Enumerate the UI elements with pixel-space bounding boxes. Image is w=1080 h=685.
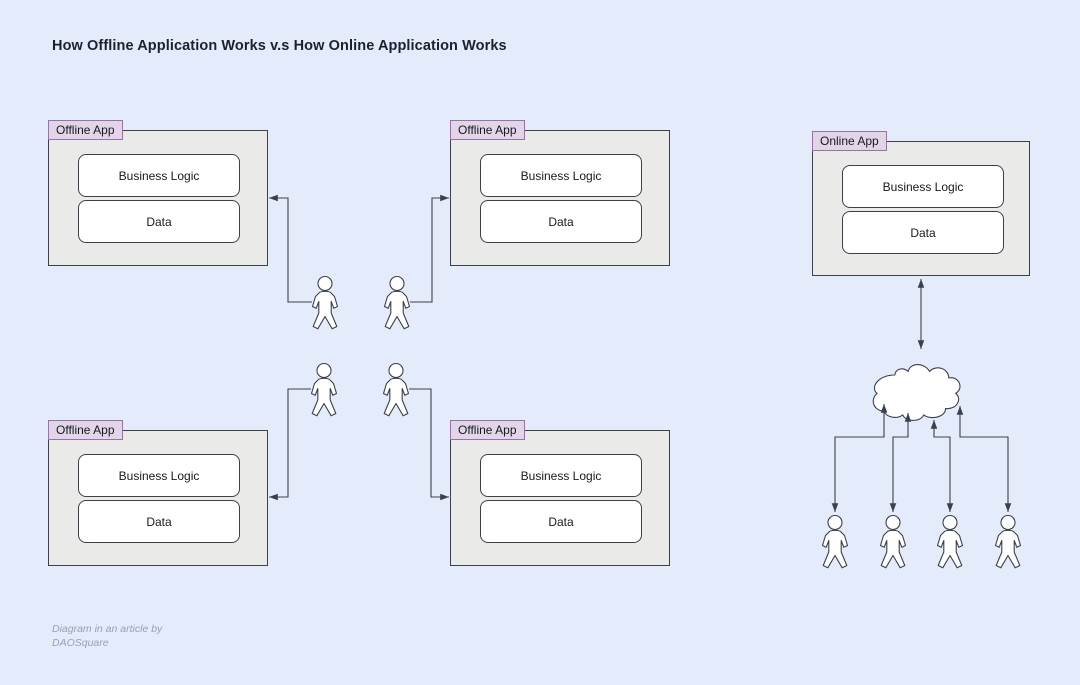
- data-box: Data: [480, 500, 642, 543]
- data-box: Data: [842, 211, 1004, 254]
- app-box-offline-top-right: Offline App Business Logic Data: [450, 120, 670, 266]
- app-box-online: Online App Business Logic Data: [812, 131, 1032, 277]
- credit-line-2: DAOSquare: [52, 637, 109, 649]
- data-box: Data: [480, 200, 642, 243]
- business-logic-box: Business Logic: [480, 454, 642, 497]
- business-logic-box: Business Logic: [842, 165, 1004, 208]
- person-icon: [933, 514, 967, 574]
- app-box-body: Business Logic Data: [48, 430, 268, 566]
- app-box-body: Business Logic Data: [48, 130, 268, 266]
- cloud-icon: [873, 365, 960, 421]
- data-box: Data: [78, 500, 240, 543]
- person-icon: [379, 362, 413, 422]
- connector-user4-to-offline-bottom-right: [409, 388, 449, 501]
- connector-user2-to-offline-top-right: [410, 194, 449, 303]
- connector-cloud-to-user6: [889, 413, 912, 512]
- app-box-offline-bottom-left: Offline App Business Logic Data: [48, 420, 268, 566]
- app-box-label: Offline App: [450, 420, 525, 440]
- person-icon: [818, 514, 852, 574]
- app-box-label: Offline App: [450, 120, 525, 140]
- business-logic-box: Business Logic: [480, 154, 642, 197]
- connector-cloud-to-user8: [956, 406, 1012, 512]
- person-icon: [307, 362, 341, 422]
- person-icon: [876, 514, 910, 574]
- connector-user1-to-offline-top-left: [269, 194, 312, 303]
- person-icon: [380, 275, 414, 335]
- person-icon: [991, 514, 1025, 574]
- credit-line-1: Diagram in an article by: [52, 623, 163, 635]
- app-box-body: Business Logic Data: [450, 430, 670, 566]
- business-logic-box: Business Logic: [78, 154, 240, 197]
- app-box-label: Offline App: [48, 420, 123, 440]
- diagram-title: How Offline Application Works v.s How On…: [52, 38, 507, 54]
- app-box-offline-bottom-right: Offline App Business Logic Data: [450, 420, 670, 566]
- diagram-credit: Diagram in an article by DAOSquare: [52, 622, 162, 650]
- app-box-offline-top-left: Offline App Business Logic Data: [48, 120, 268, 266]
- app-box-label: Offline App: [48, 120, 123, 140]
- app-box-label: Online App: [812, 131, 887, 151]
- connector-user3-to-offline-bottom-left: [269, 388, 311, 501]
- app-box-body: Business Logic Data: [450, 130, 670, 266]
- connector-cloud-to-user5: [831, 404, 888, 512]
- person-icon: [308, 275, 342, 335]
- app-box-body: Business Logic Data: [812, 141, 1030, 276]
- data-box: Data: [78, 200, 240, 243]
- connector-cloud-to-user7: [930, 420, 954, 512]
- business-logic-box: Business Logic: [78, 454, 240, 497]
